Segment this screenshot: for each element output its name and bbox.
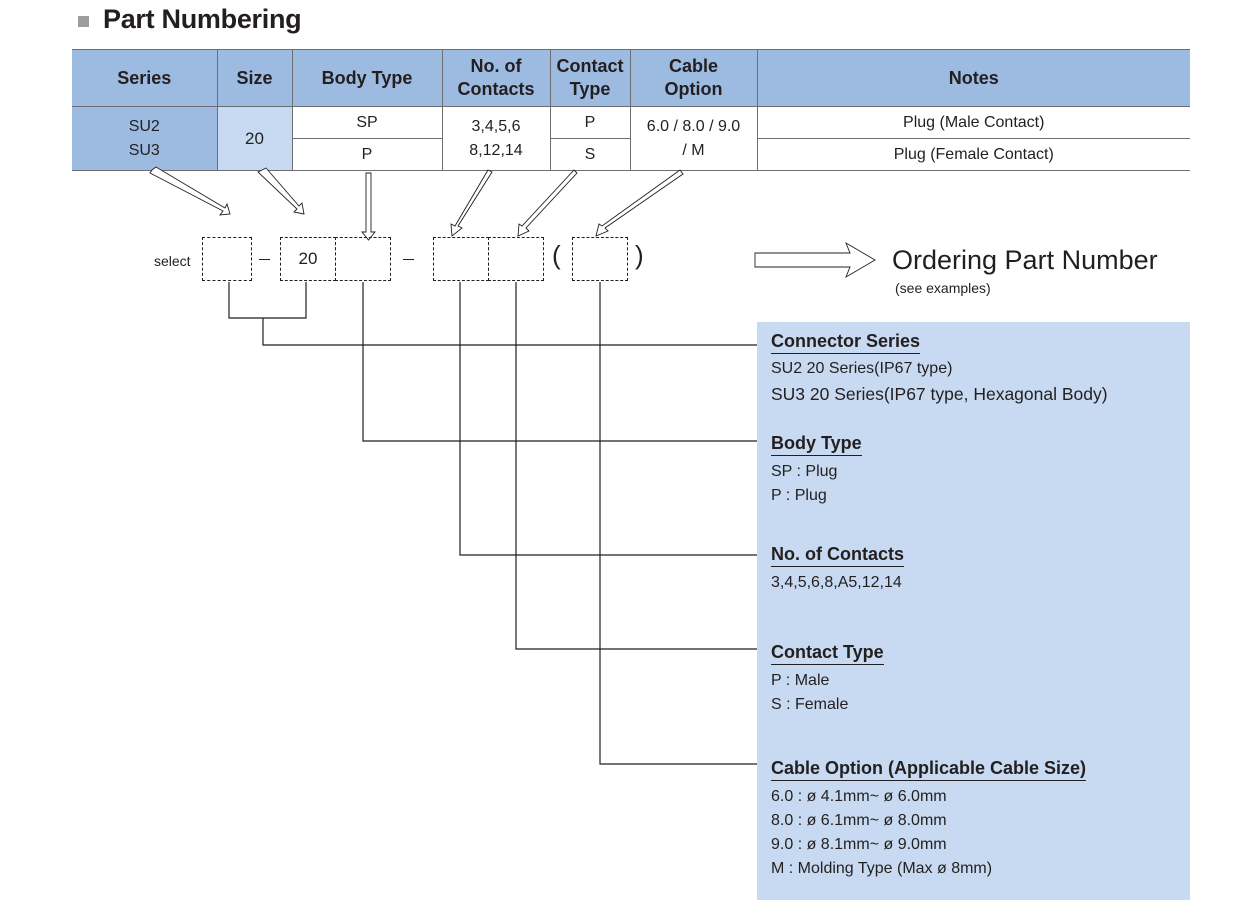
cell-contact-type: S	[549, 138, 631, 171]
header-size: Size	[216, 49, 293, 107]
arrow-size-icon	[257, 167, 305, 215]
contacts-line1: 3,4,5,6	[471, 117, 521, 135]
description-panel	[757, 322, 1190, 900]
cell-contacts: 3,4,5,6 8,12,14	[441, 106, 551, 171]
leader-cable	[599, 282, 757, 765]
cable-option-code-box	[572, 237, 628, 281]
size-code-box: 20	[280, 237, 336, 281]
arrow-contact-type-icon	[517, 169, 578, 237]
see-examples-note: (see examples)	[895, 280, 991, 296]
body-type-line: P : Plug	[771, 487, 827, 504]
part-numbering-table: Series Size Body Type No. of Contacts Con…	[72, 49, 1190, 171]
arrow-cable-option-icon	[595, 169, 684, 237]
arrow-series-icon	[149, 166, 231, 216]
section-title-contacts: No. of Contacts	[771, 544, 904, 567]
ordering-arrow-icon	[754, 241, 876, 279]
page-title: Part Numbering	[78, 4, 302, 35]
cell-body-type: P	[292, 138, 443, 171]
section-title-body-type: Body Type	[771, 433, 862, 456]
body-type-code-box	[335, 237, 391, 281]
cable-option-line: 6.0 : ø 4.1mm~ ø 6.0mm	[771, 788, 947, 805]
contact-type-line: P : Male	[771, 672, 830, 689]
square-bullet-icon	[78, 16, 89, 27]
header-series: Series	[72, 49, 218, 107]
table-row: P S Plug (Female Contact)	[72, 138, 1190, 171]
series-su3: SU3	[128, 141, 160, 159]
cell-size: 20	[216, 106, 293, 171]
ordering-part-number-title: Ordering Part Number	[892, 245, 1158, 275]
contacts-line2: 8,12,14	[469, 141, 523, 159]
header-contacts: No. of Contacts	[441, 49, 551, 107]
body-type-line: SP : Plug	[771, 463, 838, 480]
header-cable-line1: Cable	[668, 56, 719, 76]
series-code-box	[202, 237, 252, 281]
close-paren: )	[635, 240, 644, 270]
series-line: SU2 20 Series(IP67 type)	[771, 360, 953, 377]
header-contact-type-line2: Type	[569, 79, 611, 99]
leader-contact-type	[515, 282, 757, 650]
section-title-contact-type: Contact Type	[771, 642, 884, 665]
leader-series	[262, 318, 757, 346]
cell-notes: Plug (Male Contact)	[756, 106, 1190, 139]
leader-contacts	[459, 282, 757, 556]
cell-body-type: SP	[291, 106, 443, 139]
header-contact-type-line1: Contact	[556, 56, 624, 76]
header-body-type: Body Type	[291, 49, 443, 107]
series-line: SU3 20 Series(IP67 type, Hexagonal Body)	[771, 384, 1108, 404]
section-title-connector-series: Connector Series	[771, 331, 921, 354]
page-title-text: Part Numbering	[103, 4, 302, 34]
header-contacts-line2: Contacts	[457, 79, 535, 99]
cell-cable-option: 6.0 / 8.0 / 9.0 / M	[629, 106, 758, 171]
open-paren: (	[552, 240, 561, 270]
contact-type-line: S : Female	[771, 696, 849, 713]
select-label: select	[154, 253, 191, 269]
leader-lines	[228, 282, 757, 765]
cable-line2: / M	[682, 141, 705, 159]
leader-body-type	[362, 282, 757, 442]
separator-dash	[259, 259, 270, 260]
header-cable-line2: Option	[664, 79, 723, 99]
header-contacts-line1: No. of	[470, 56, 522, 76]
cable-line1: 6.0 / 8.0 / 9.0	[646, 117, 741, 135]
contacts-line: 3,4,5,6,8,A5,12,14	[771, 574, 902, 591]
contact-type-code-box	[488, 237, 544, 281]
arrow-body-type-icon	[361, 172, 376, 241]
cable-option-line: 9.0 : ø 8.1mm~ ø 9.0mm	[771, 836, 947, 853]
section-title-cable-option: Cable Option (Applicable Cable Size)	[771, 758, 1087, 781]
table-header-row: Series Size Body Type No. of Contacts Con…	[72, 49, 1190, 107]
cable-option-line: M : Molding Type (Max ø 8mm)	[771, 860, 993, 877]
contacts-code-box	[433, 237, 489, 281]
cable-option-line: 8.0 : ø 6.1mm~ ø 8.0mm	[771, 812, 947, 829]
arrow-contacts-icon	[450, 169, 493, 237]
leader-series-bracket	[228, 282, 307, 319]
header-notes: Notes	[756, 49, 1190, 107]
cell-notes: Plug (Female Contact)	[756, 138, 1190, 171]
separator-dash	[403, 259, 414, 260]
series-su2: SU2	[128, 117, 160, 135]
